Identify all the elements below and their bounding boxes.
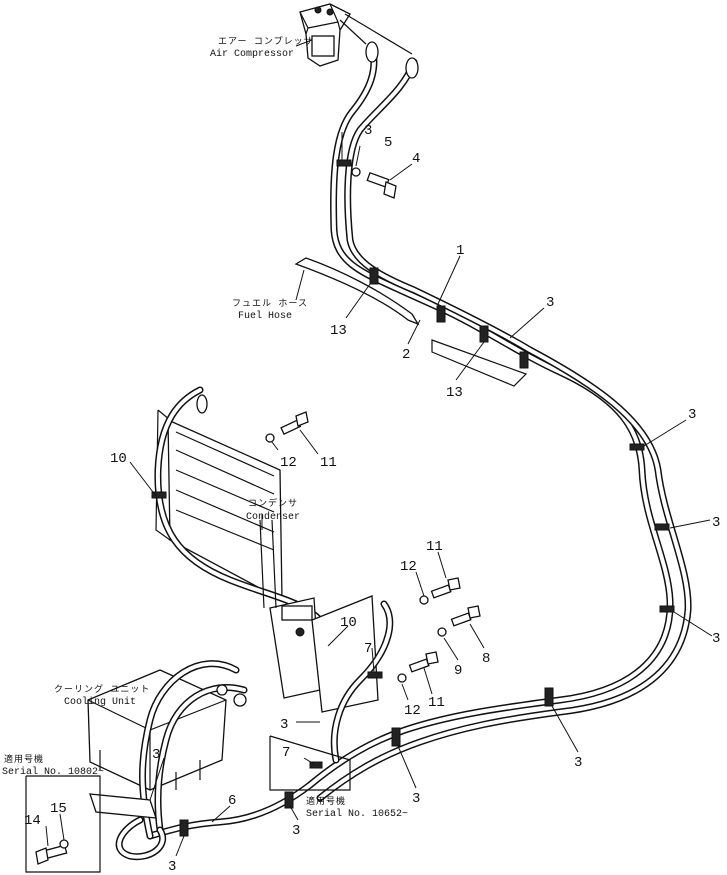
washer-15 [59, 839, 69, 849]
callout-15: 15 [50, 801, 67, 817]
callout-3-d: 3 [712, 631, 720, 647]
serial-note-left: Serial No. 10802~ [2, 766, 104, 778]
leader-lines [45, 39, 713, 857]
callout-3-h: 3 [168, 859, 176, 875]
callout-2: 2 [402, 347, 410, 363]
bracket [431, 339, 528, 387]
callout-4: 4 [412, 151, 420, 167]
callout-7-b: 7 [282, 745, 290, 761]
washer-12-upper [265, 433, 275, 443]
cooling-unit [87, 660, 248, 840]
callout-3-a: 3 [546, 295, 554, 311]
condenser-label-jp: コンデンサ [248, 497, 298, 509]
cooling-unit-label-jp: クーリング ユニット [54, 683, 150, 695]
callout-3-f: 3 [412, 791, 420, 807]
callout-6: 6 [228, 793, 236, 809]
bolt-14 [35, 844, 68, 865]
callout-3-i: 3 [280, 717, 288, 733]
callout-11-upper: 11 [320, 455, 337, 471]
cooling-unit-label: Cooling Unit [64, 696, 136, 708]
serial-box-right [269, 735, 351, 791]
air-compressor-label-jp: エアー コンプレッサ [218, 36, 314, 47]
callout-12-lower: 12 [404, 703, 421, 719]
callout-9: 9 [454, 663, 462, 679]
air-compressor-label: Air Compressor [210, 48, 294, 60]
condenser [151, 386, 324, 624]
serial-box-left [25, 775, 101, 873]
fuel-hose-label-jp: フュエル ホース [232, 298, 308, 309]
bolt-11-upper [280, 411, 309, 435]
fuel-hose-label: Fuel Hose [238, 310, 292, 322]
serial-note-right: Serial No. 10652~ [306, 808, 408, 820]
callout-13-left: 13 [330, 323, 347, 339]
callout-3-c: 3 [712, 515, 720, 531]
callout-3-top: 3 [364, 123, 372, 139]
callout-12-mid: 12 [400, 559, 417, 575]
callout-11-mid: 11 [426, 539, 443, 555]
callout-8: 8 [482, 651, 490, 667]
callout-11-lower: 11 [428, 695, 445, 711]
serial-note-left-jp: 適用号機 [4, 753, 44, 765]
main-hose-loop [146, 41, 692, 840]
callout-3-b: 3 [688, 407, 696, 423]
air-compressor [299, 3, 413, 67]
callout-1: 1 [456, 243, 464, 259]
washer-5 [351, 167, 361, 177]
bolt-4 [366, 171, 397, 199]
callout-12-upper: 12 [280, 455, 297, 471]
callout-14: 14 [24, 813, 41, 829]
callout-3-g: 3 [292, 823, 300, 839]
callout-3-e: 3 [574, 755, 582, 771]
callout-10-mid: 10 [340, 615, 357, 631]
callout-5: 5 [384, 135, 392, 151]
callout-3-j: 3 [152, 747, 160, 763]
bolt-11-lower [408, 651, 439, 673]
callout-7-a: 7 [364, 641, 372, 657]
callout-10-left: 10 [110, 451, 127, 467]
serial-bracket-left [89, 793, 166, 861]
serial-note-right-jp: 適用号機 [306, 795, 346, 807]
bolt-8 [450, 605, 481, 627]
condenser-label: Condenser [246, 511, 300, 523]
bolt-11-mid [430, 577, 461, 599]
callout-13-right: 13 [446, 385, 463, 401]
